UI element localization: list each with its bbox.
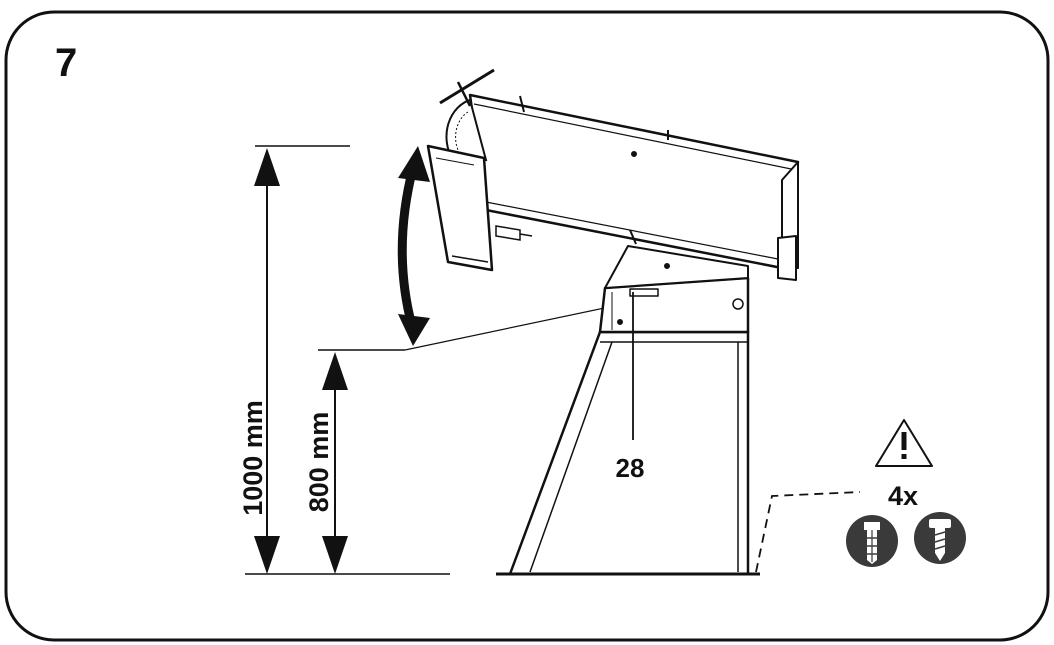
height-range-arrow — [397, 146, 430, 346]
arrowhead-1000-top — [254, 148, 280, 186]
screw-icon — [914, 512, 966, 564]
fastener-quantity: 4x — [888, 481, 918, 511]
dimension-lines — [245, 145, 743, 575]
belt-guard — [426, 144, 494, 272]
wall-plug-icon — [846, 515, 898, 567]
dimension-label-1000: 1000 mm — [238, 400, 268, 516]
step-number: 7 — [55, 41, 77, 85]
floor-anchor-leader — [755, 491, 861, 573]
machine-stand — [496, 245, 760, 576]
grinder-housing — [468, 93, 800, 281]
tool-rest — [495, 225, 533, 241]
part-number-28: 28 — [616, 453, 645, 483]
arrowhead-800-bottom — [322, 536, 348, 574]
warning-triangle-icon — [875, 419, 933, 467]
dimension-label-800: 800 mm — [304, 412, 334, 513]
arrowhead-1000-bottom — [254, 536, 280, 574]
arrowhead-800-top — [322, 352, 348, 390]
dimension-arrowheads — [254, 148, 348, 574]
